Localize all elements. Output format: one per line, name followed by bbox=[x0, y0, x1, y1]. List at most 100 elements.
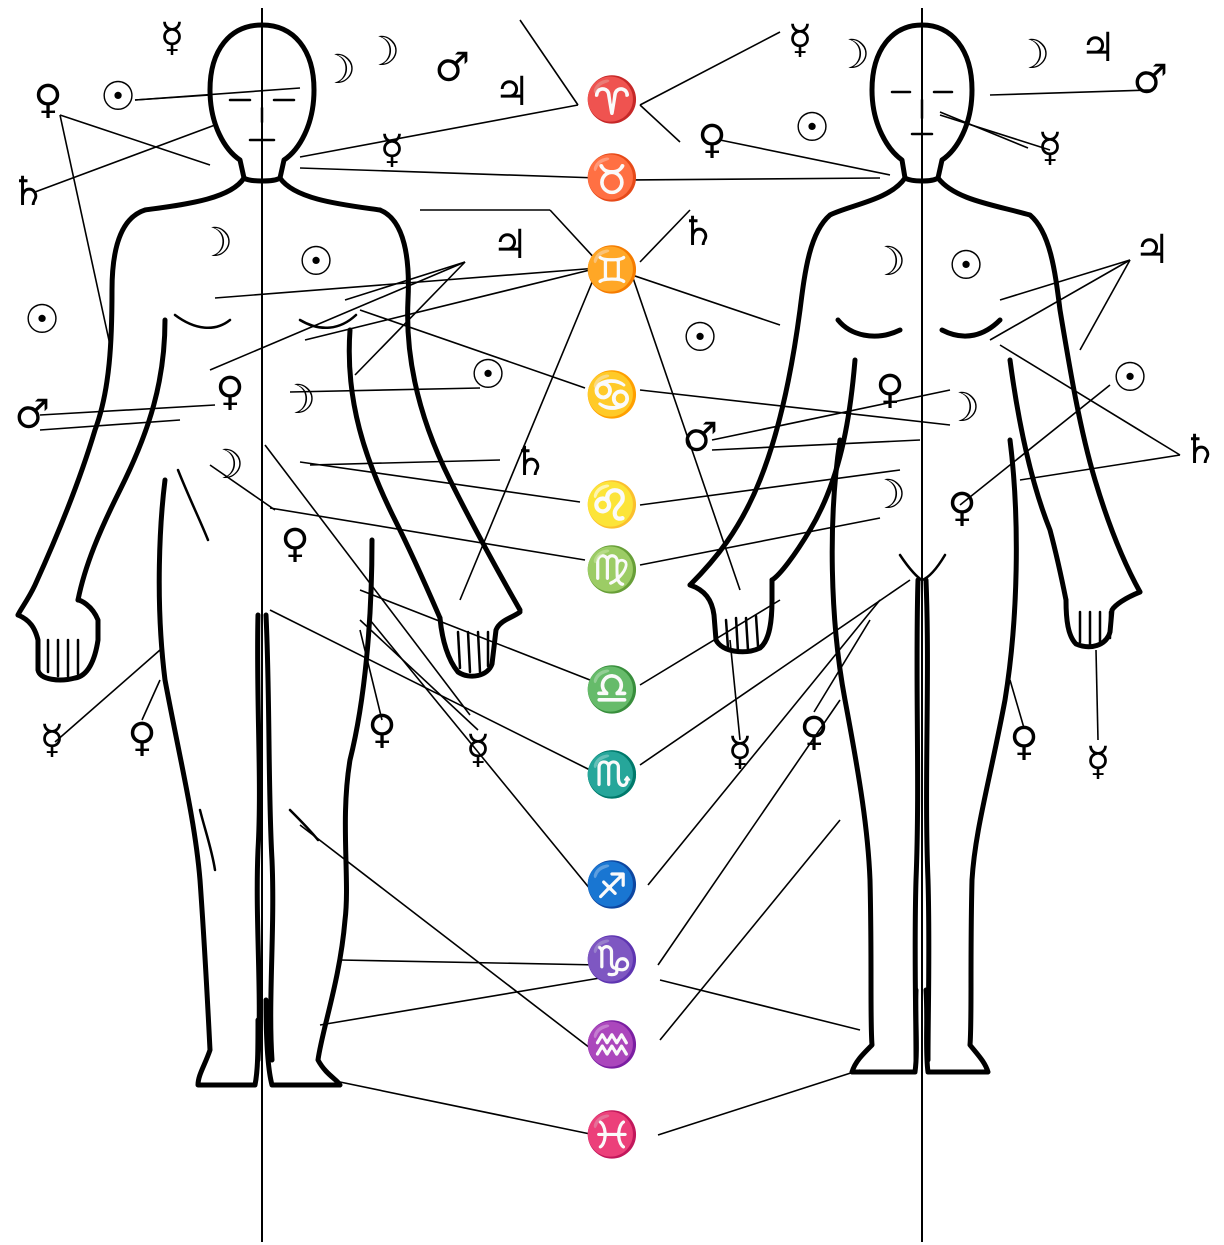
zodiac-capricorn-symbol: ♑ bbox=[585, 935, 640, 986]
saturn-symbol: ♄ bbox=[680, 209, 716, 255]
leader-line bbox=[270, 508, 585, 560]
sun-symbol: ☉ bbox=[470, 352, 506, 398]
zodiac-column: ♈♉♊♋♌♍♎♏♐♑♒♓ bbox=[585, 75, 640, 1161]
mars-symbol: ♂ bbox=[682, 415, 718, 461]
moon-symbol: ☽ bbox=[834, 32, 870, 78]
female-right-hand bbox=[1066, 592, 1140, 647]
jupiter-symbol: ♃ bbox=[1134, 227, 1170, 273]
leader-line bbox=[730, 640, 740, 740]
sun-symbol: ☉ bbox=[948, 243, 984, 289]
venus-symbol: ♀ bbox=[127, 715, 156, 761]
venus-symbol: ♀ bbox=[947, 485, 976, 531]
mercury-symbol: ☿ bbox=[788, 17, 813, 63]
leader-line bbox=[990, 90, 1150, 95]
leader-line bbox=[60, 115, 110, 345]
zodiac-virgo-symbol: ♍ bbox=[585, 545, 640, 596]
venus-symbol: ♀ bbox=[697, 117, 726, 163]
female-left-leg bbox=[832, 440, 916, 1072]
jupiter-symbol: ♃ bbox=[494, 69, 530, 115]
leader-line bbox=[640, 470, 900, 505]
zodiac-scorpio-symbol: ♏ bbox=[585, 750, 640, 801]
zodiac-aquarius-symbol: ♒ bbox=[585, 1020, 640, 1071]
leader-line bbox=[210, 262, 465, 370]
leader-line bbox=[640, 580, 910, 765]
moon-symbol: ☽ bbox=[870, 239, 906, 285]
mercury-symbol: ☿ bbox=[728, 729, 753, 775]
leader-line bbox=[658, 1070, 860, 1135]
jupiter-symbol: ♃ bbox=[492, 222, 528, 268]
male-left-leg bbox=[159, 480, 258, 1085]
zodiac-leo-symbol: ♌ bbox=[585, 480, 640, 531]
female-right-leg bbox=[926, 440, 1016, 1072]
mars-symbol: ♂ bbox=[14, 392, 50, 438]
venus-symbol: ♀ bbox=[1009, 719, 1038, 765]
moon-symbol: ☽ bbox=[320, 47, 356, 93]
leader-line bbox=[1020, 455, 1180, 480]
mercury-symbol: ☿ bbox=[160, 15, 185, 61]
venus-symbol: ♀ bbox=[215, 369, 244, 415]
leader-line bbox=[340, 1082, 595, 1135]
sun-symbol: ☉ bbox=[298, 239, 334, 285]
mercury-symbol: ☿ bbox=[1086, 739, 1111, 785]
mercury-symbol: ☿ bbox=[40, 717, 65, 763]
moon-symbol: ☽ bbox=[364, 29, 400, 75]
mercury-symbol: ☿ bbox=[1038, 125, 1063, 171]
saturn-symbol: ♄ bbox=[10, 169, 46, 215]
female-figure bbox=[690, 25, 1140, 1072]
venus-symbol: ♀ bbox=[367, 707, 396, 753]
zodiac-taurus-symbol: ♉ bbox=[585, 153, 640, 204]
male-chest-line bbox=[175, 315, 356, 328]
venus-symbol: ♀ bbox=[799, 709, 828, 755]
leader-line bbox=[300, 105, 578, 157]
moon-symbol: ☽ bbox=[870, 472, 906, 518]
sun-symbol: ☉ bbox=[1112, 355, 1148, 401]
sun-symbol: ☉ bbox=[100, 74, 136, 120]
mars-symbol: ♂ bbox=[434, 45, 470, 91]
leader-line bbox=[340, 960, 600, 965]
leader-line bbox=[814, 620, 870, 712]
leader-line bbox=[360, 590, 590, 680]
leader-line bbox=[1096, 650, 1098, 740]
venus-symbol: ♀ bbox=[33, 77, 62, 123]
male-right-leg bbox=[266, 540, 372, 1085]
sun-symbol: ☉ bbox=[794, 105, 830, 151]
leader-line bbox=[712, 440, 920, 450]
saturn-symbol: ♄ bbox=[512, 439, 548, 485]
leader-line bbox=[660, 820, 840, 1040]
mars-symbol: ♂ bbox=[1132, 57, 1168, 103]
leader-line bbox=[640, 32, 780, 105]
zodiac-gemini-symbol: ♊ bbox=[585, 245, 640, 296]
leader-line bbox=[142, 680, 160, 720]
leader-line bbox=[640, 105, 680, 142]
venus-symbol: ♀ bbox=[875, 367, 904, 413]
leader-line bbox=[40, 405, 215, 415]
sun-symbol: ☉ bbox=[24, 297, 60, 343]
leader-line bbox=[60, 115, 210, 165]
male-left-arm-inner bbox=[78, 320, 165, 600]
female-breast-line bbox=[838, 320, 1000, 336]
leader-line bbox=[628, 178, 880, 180]
leader-line bbox=[320, 978, 600, 1025]
moon-symbol: ☽ bbox=[280, 377, 316, 423]
mercury-symbol: ☿ bbox=[466, 727, 491, 773]
moon-symbol: ☽ bbox=[197, 220, 233, 266]
leader-line bbox=[270, 610, 590, 770]
zodiac-cancer-symbol: ♋ bbox=[585, 370, 640, 421]
mercury-symbol: ☿ bbox=[380, 127, 405, 173]
leader-line bbox=[290, 388, 480, 392]
saturn-symbol: ♄ bbox=[1182, 427, 1218, 473]
zodiac-aries-symbol: ♈ bbox=[585, 75, 640, 126]
venus-symbol: ♀ bbox=[280, 521, 309, 567]
male-inner-legs bbox=[257, 615, 273, 1060]
moon-symbol: ☽ bbox=[208, 442, 244, 488]
leader-line bbox=[640, 518, 880, 565]
leader-line bbox=[40, 420, 180, 430]
jupiter-symbol: ♃ bbox=[1080, 25, 1116, 71]
male-figure bbox=[18, 25, 520, 1085]
leader-line bbox=[310, 460, 500, 465]
leader-line bbox=[300, 168, 598, 178]
leader-line bbox=[135, 88, 300, 100]
leader-line bbox=[990, 260, 1130, 340]
